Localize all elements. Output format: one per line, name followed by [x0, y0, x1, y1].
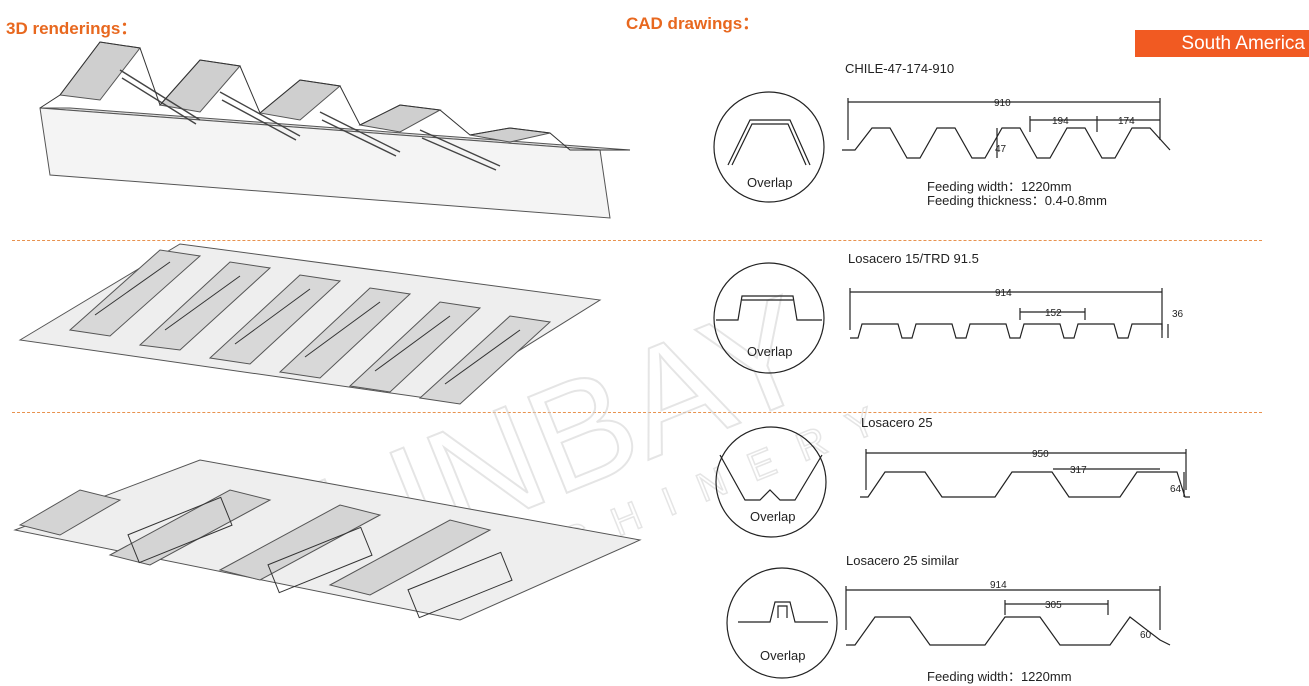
- overlap-detail-circle: [715, 426, 827, 538]
- dim-label: 914: [995, 288, 1012, 299]
- feeding-width-note: Feeding width：1220mm: [927, 669, 1072, 684]
- dimension-labels: 910 194 174 47 914 152 36 950 317 64 914…: [990, 98, 1184, 641]
- dim-label: 47: [995, 144, 1007, 155]
- overlap-label: Overlap: [747, 344, 793, 359]
- overlap-labels: Overlap Overlap Overlap Overlap: [747, 175, 806, 663]
- dim-label: 194: [1052, 116, 1069, 127]
- overlap-detail-circle: [713, 91, 825, 203]
- profile-title: Losacero 25: [861, 415, 933, 430]
- dim-label: 152: [1045, 308, 1062, 319]
- dim-label: 910: [994, 98, 1011, 109]
- overlap-detail-circle: [713, 262, 825, 374]
- section-divider: [12, 240, 1262, 241]
- dim-label: 64: [1170, 484, 1182, 495]
- overlap-label: Overlap: [750, 509, 796, 524]
- profile-title: CHILE-47-174-910: [845, 61, 955, 76]
- feeding-width-note: Feeding width：1220mm: [927, 179, 1072, 194]
- dim-label: 60: [1140, 630, 1152, 641]
- rendering-1: [39, 41, 631, 219]
- profile-title: Losacero 15/TRD 91.5: [848, 251, 979, 266]
- cad-profile-1: [713, 91, 1171, 203]
- renderings-heading: 3D renderings：: [6, 19, 138, 38]
- section-divider: [12, 412, 1262, 413]
- feeding-thickness-note: Feeding thickness：0.4-0.8mm: [927, 193, 1107, 208]
- dim-label: 36: [1172, 309, 1184, 320]
- rendering-3: [13, 459, 642, 621]
- dim-label: 305: [1045, 600, 1062, 611]
- dim-label: 174: [1118, 116, 1135, 127]
- dim-label: 950: [1032, 449, 1049, 460]
- cad-profile-2: [713, 262, 1169, 374]
- rendering-2: [18, 243, 602, 405]
- overlap-label: Overlap: [760, 648, 806, 663]
- overlap-detail-circle: [726, 567, 838, 679]
- dim-label: 914: [990, 580, 1007, 591]
- cad-profile-4: [726, 567, 1171, 679]
- profile-title: Losacero 25 similar: [846, 553, 959, 568]
- dim-label: 317: [1070, 465, 1087, 476]
- cad-profile-3: [715, 426, 1190, 538]
- cad-heading: CAD drawings：: [626, 14, 760, 33]
- overlap-label: Overlap: [747, 175, 793, 190]
- region-badge: South America: [1135, 30, 1309, 57]
